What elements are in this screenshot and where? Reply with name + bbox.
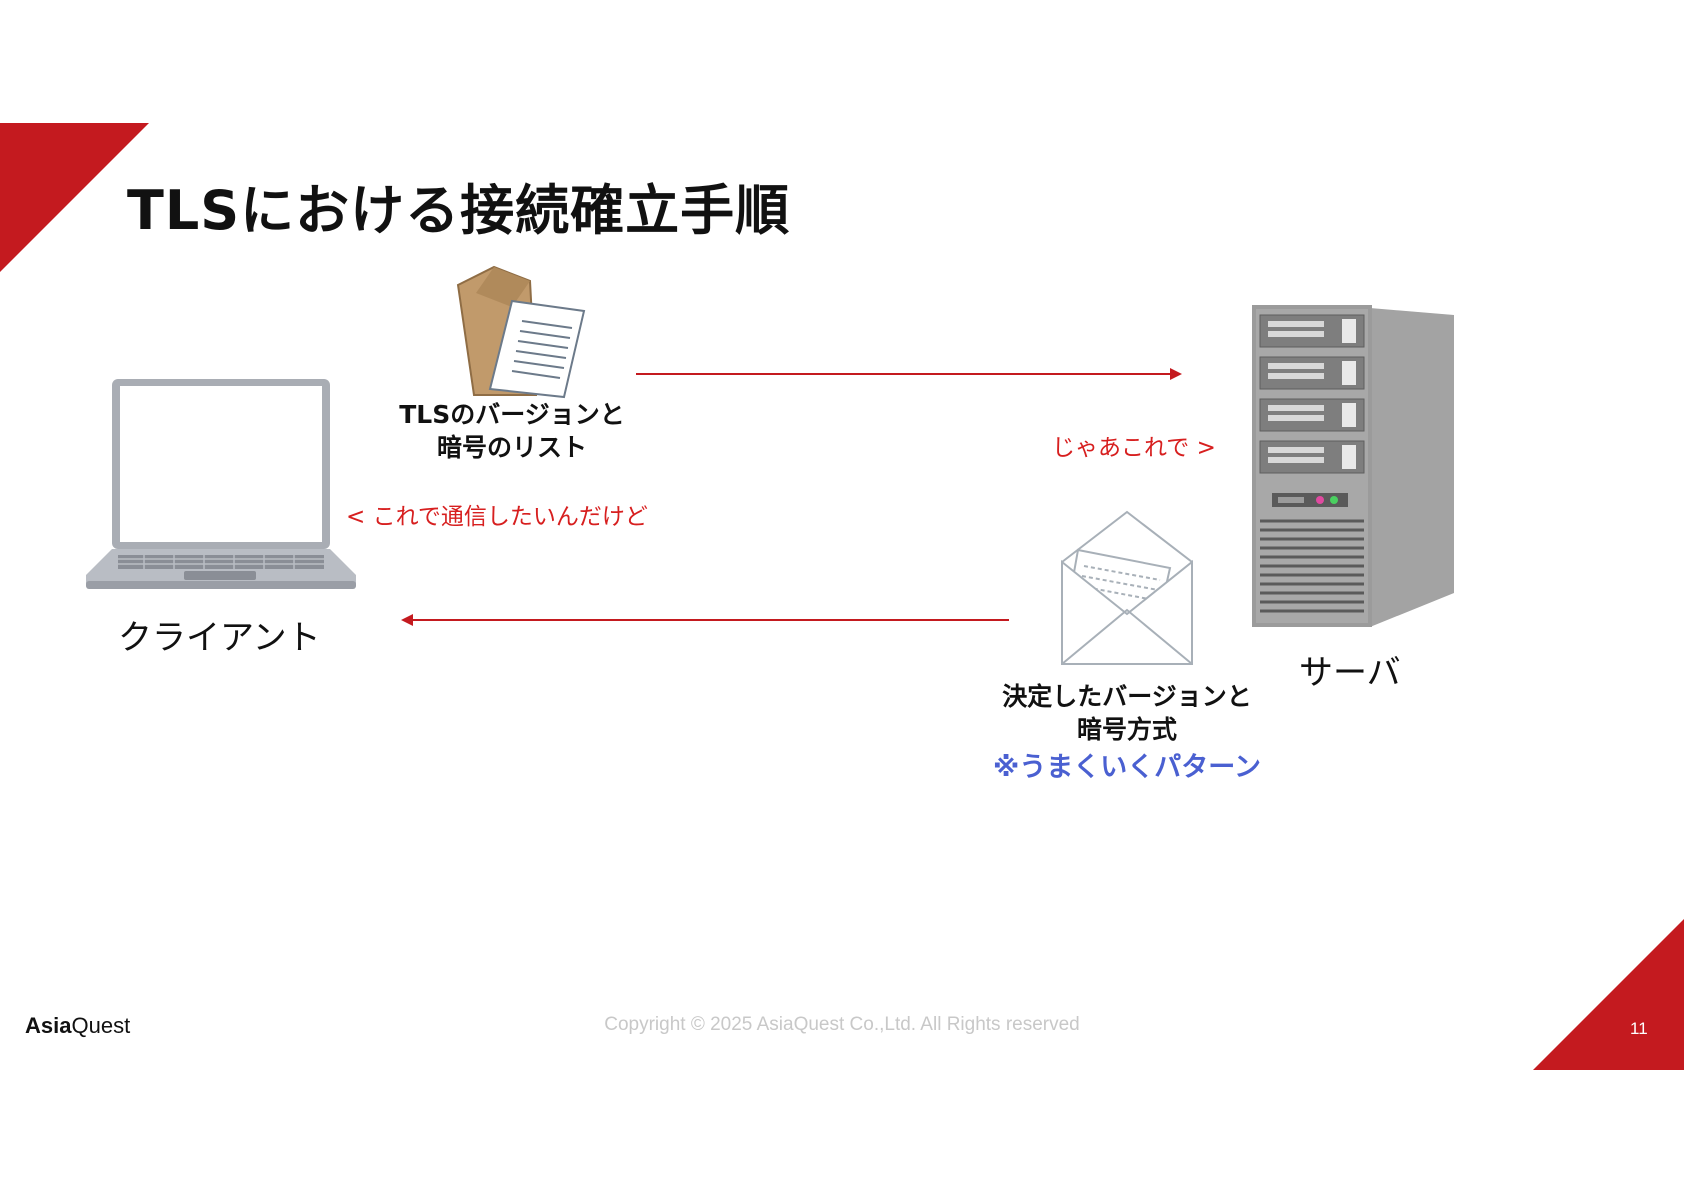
arrow-server-to-client — [401, 614, 1009, 626]
server-icon — [1252, 305, 1454, 627]
client-hello-label: TLSのバージョンと 暗号のリスト — [384, 398, 640, 464]
client-hello-label-line2: 暗号のリスト — [436, 433, 587, 462]
server-label: サーバ — [1299, 653, 1401, 693]
open-envelope-icon — [1061, 510, 1193, 665]
logo-bold-part: Asia — [25, 1013, 72, 1038]
corner-triangle-top-left — [0, 123, 149, 272]
client-hello-label-line1: TLSのバージョンと — [399, 400, 625, 429]
page-title: TLSにおける接続確立手順 — [127, 179, 791, 242]
page-number: 11 — [1630, 1019, 1648, 1038]
arrow-client-to-server — [636, 368, 1182, 380]
server-hello-speech: じゃあこれで > — [1052, 435, 1216, 461]
success-pattern-note: ※うまくいくパターン — [993, 752, 1261, 783]
server-hello-label-line1: 決定したバージョンと — [1002, 682, 1252, 711]
envelope-document-icon — [456, 265, 586, 399]
company-logo: AsiaQuest — [25, 1013, 130, 1039]
client-label: クライアント — [118, 618, 321, 658]
client-hello-speech: < これで通信したいんだけど — [346, 504, 648, 530]
footer-copyright: Copyright © 2025 AsiaQuest Co.,Ltd. All … — [604, 1014, 1080, 1035]
logo-regular-part: Quest — [71, 1013, 131, 1038]
corner-triangle-bottom-right — [1533, 919, 1684, 1070]
server-hello-label-line2: 暗号方式 — [1076, 715, 1177, 744]
laptop-icon — [86, 379, 356, 589]
server-hello-label: 決定したバージョンと 暗号方式 — [966, 680, 1288, 746]
